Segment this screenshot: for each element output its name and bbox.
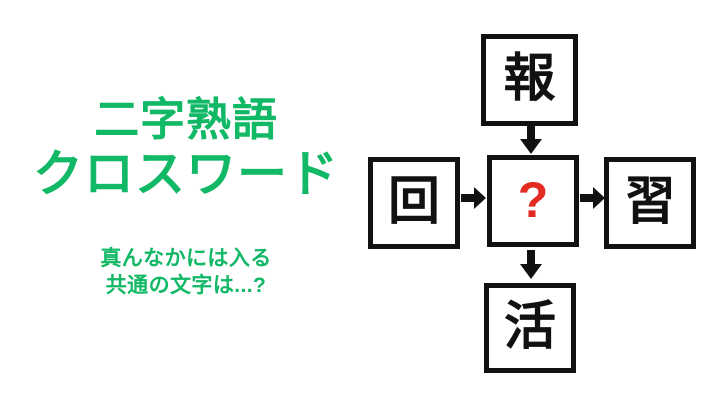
page-title: 二字熟語 クロスワード [0, 94, 372, 202]
title-line-1: 二字熟語 [94, 94, 278, 145]
arrow-down-icon [519, 250, 543, 285]
puzzle-cell-top: 報 [481, 34, 578, 126]
puzzle-cell-right-char: 習 [623, 173, 676, 231]
subtitle-line-2: 共通の文字は...? [105, 273, 267, 297]
arrow-down-icon [519, 126, 543, 160]
title-line-2: クロスワード [33, 145, 339, 202]
puzzle-cell-right: 習 [604, 157, 696, 249]
subtitle-line-1: 真んなかには入る [100, 247, 272, 270]
puzzle-cell-top-char: 報 [503, 50, 556, 108]
puzzle-cell-left-char: 回 [387, 173, 440, 231]
puzzle-cell-center[interactable]: ? [487, 155, 579, 247]
page-subtitle: 真んなかには入る 共通の文字は...? [0, 246, 372, 300]
puzzle-cell-bottom: 活 [484, 283, 576, 373]
puzzle-cell-center-char: ? [517, 172, 549, 228]
puzzle-cell-bottom-char: 活 [503, 298, 556, 356]
arrow-right-icon [580, 186, 606, 215]
arrow-right-icon [461, 186, 487, 215]
puzzle-cell-left: 回 [368, 157, 460, 249]
